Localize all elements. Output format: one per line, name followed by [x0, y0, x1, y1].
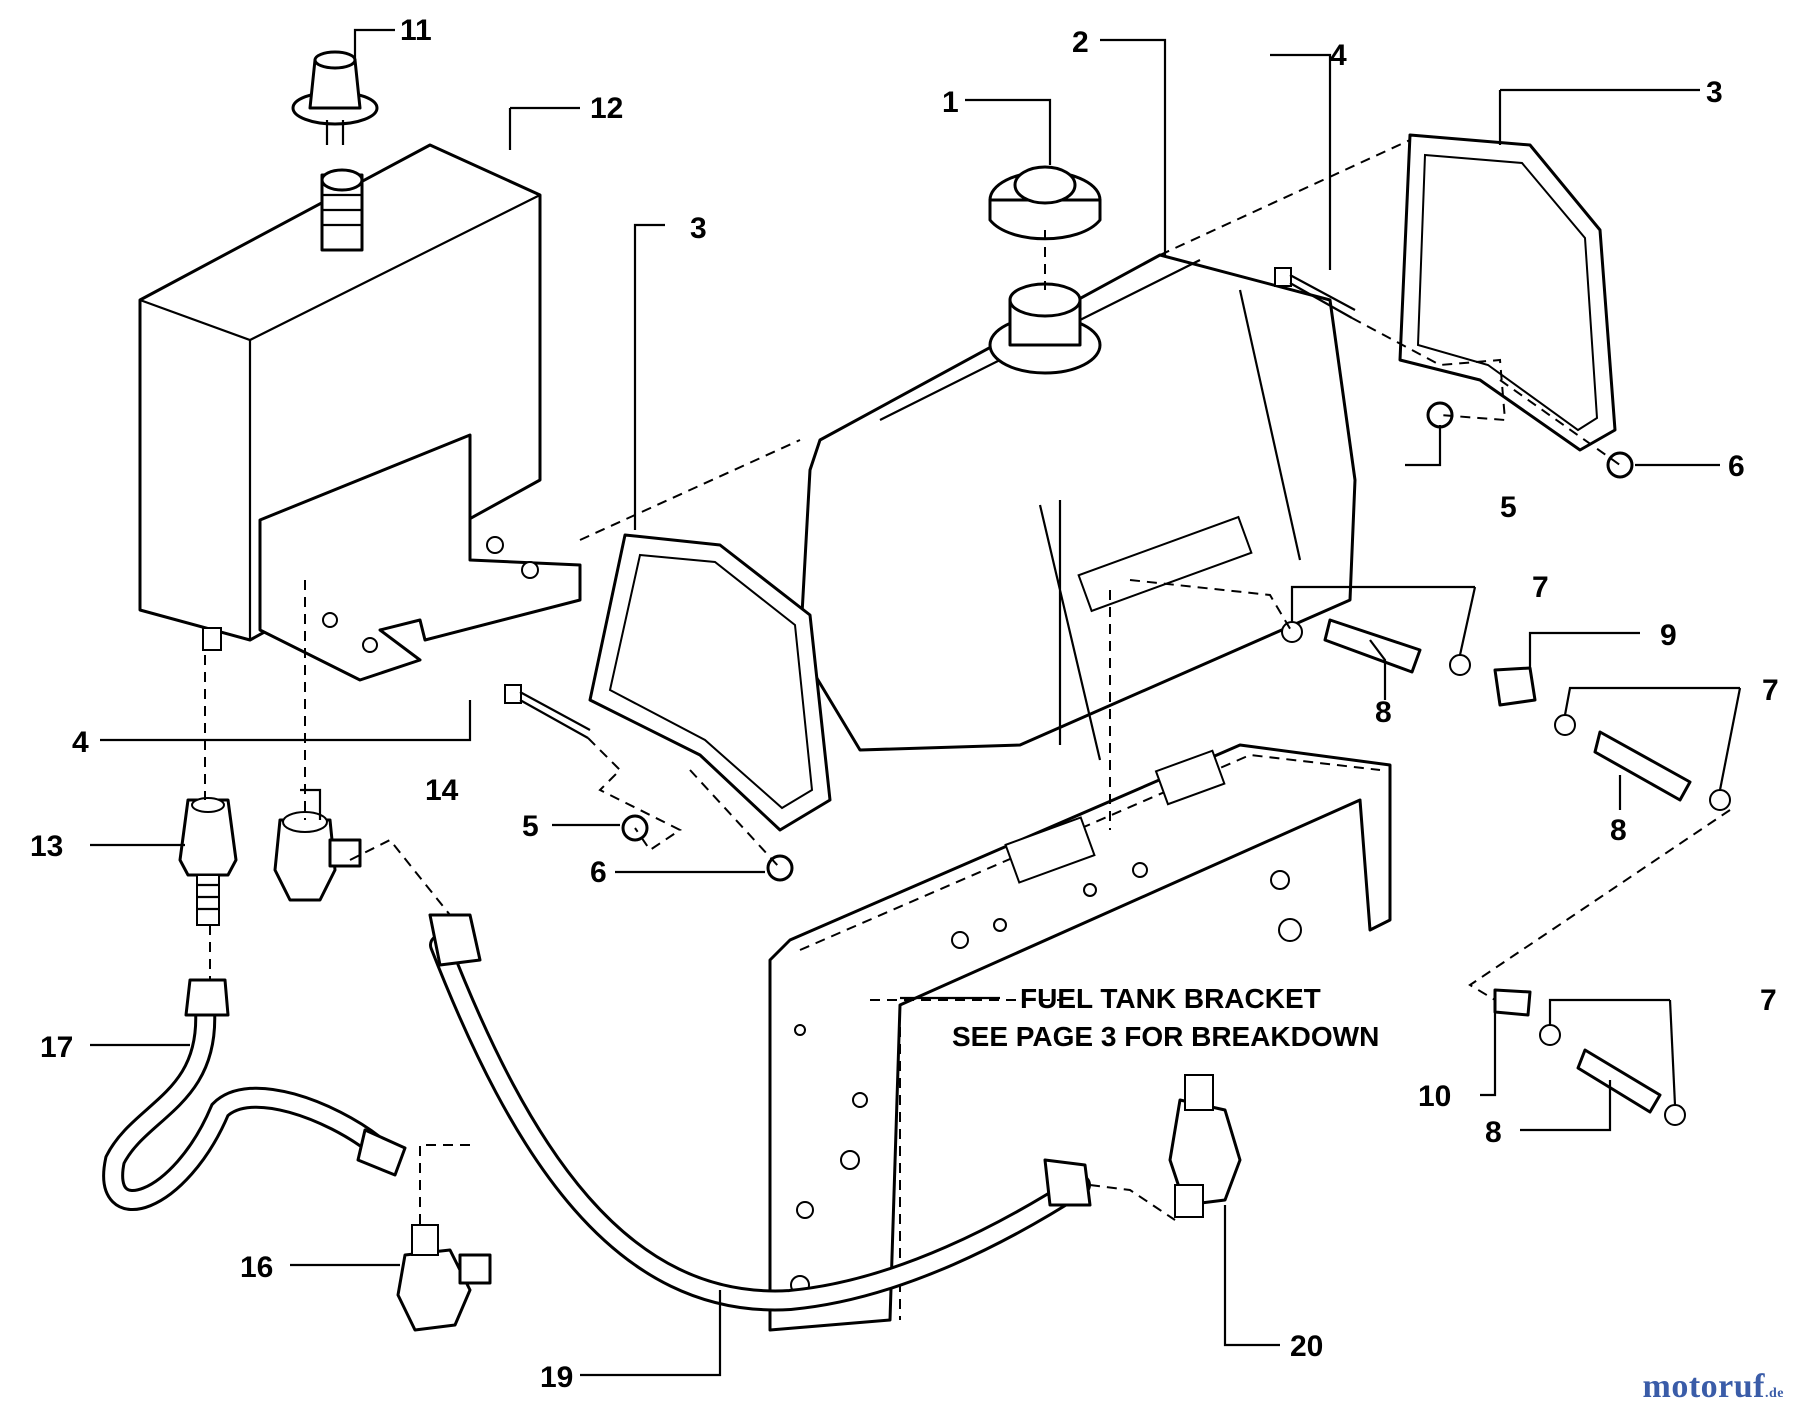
watermark-name: motoruf	[1642, 1368, 1765, 1405]
callout-7-upper: 7	[1532, 571, 1549, 604]
callout-13: 13	[30, 830, 63, 863]
assembly-lines	[204, 139, 1731, 1225]
fuel-hose-19	[428, 913, 1092, 1312]
callout-9: 9	[1660, 619, 1677, 652]
nut-6-right	[1606, 451, 1634, 479]
small-tank-cap	[291, 50, 379, 145]
fuel-tank-bracket	[768, 743, 1392, 1332]
tank-strap-left	[588, 533, 832, 832]
tank-strap-right	[1398, 133, 1617, 452]
callout-17: 17	[40, 1031, 73, 1064]
elbow-fitting-20	[1168, 1074, 1242, 1218]
main-tank-cap	[988, 165, 1102, 241]
callout-4-left: 4	[72, 726, 89, 759]
bolt-4-right	[1274, 267, 1356, 319]
callout-8-upper: 8	[1375, 696, 1392, 729]
callout-5-right: 5	[1500, 491, 1517, 524]
callout-2: 2	[1072, 26, 1089, 59]
callout-20: 20	[1290, 1330, 1323, 1363]
callout-8-mid: 8	[1610, 814, 1627, 847]
elbow-fitting-14	[273, 811, 362, 902]
callout-5-left: 5	[522, 810, 539, 843]
tank-mount-bracket	[258, 433, 582, 682]
callout-3-left: 3	[690, 212, 707, 245]
adapter-fitting	[178, 797, 238, 926]
elbow-fitting-16	[396, 1224, 492, 1332]
callout-1: 1	[942, 86, 959, 119]
note-line-2: SEE PAGE 3 FOR BREAKDOWN	[952, 1021, 1379, 1052]
callout-7-lower: 7	[1760, 984, 1777, 1017]
callout-11: 11	[400, 14, 432, 47]
watermark-tld: .de	[1765, 1386, 1784, 1401]
callout-16: 16	[240, 1251, 273, 1284]
callout-8-lower: 8	[1485, 1116, 1502, 1149]
note-line-1: FUEL TANK BRACKET	[1020, 983, 1321, 1014]
main-fuel-tank	[798, 253, 1357, 761]
bolt-4-left	[504, 684, 591, 739]
callout-6-right: 6	[1728, 450, 1745, 483]
callout-7-mid: 7	[1762, 674, 1779, 707]
callout-6-left: 6	[590, 856, 607, 889]
fuel-line-assembly-lower	[1493, 988, 1686, 1126]
leader-lines	[90, 28, 1742, 1377]
callout-3-right: 3	[1706, 76, 1723, 109]
callout-4-right: 4	[1330, 39, 1347, 72]
callout-14: 14	[425, 774, 459, 807]
callout-labels: 1 2 3 3 4 4 5 5 6 6 7 7 7 8 8 8 9 10 11 …	[30, 14, 1779, 1394]
watermark-logo: motoruf.de	[1643, 1368, 1784, 1406]
callout-12: 12	[590, 92, 623, 125]
fuel-hose-17	[102, 978, 407, 1211]
callout-19: 19	[540, 1361, 573, 1394]
callout-10: 10	[1418, 1080, 1451, 1113]
